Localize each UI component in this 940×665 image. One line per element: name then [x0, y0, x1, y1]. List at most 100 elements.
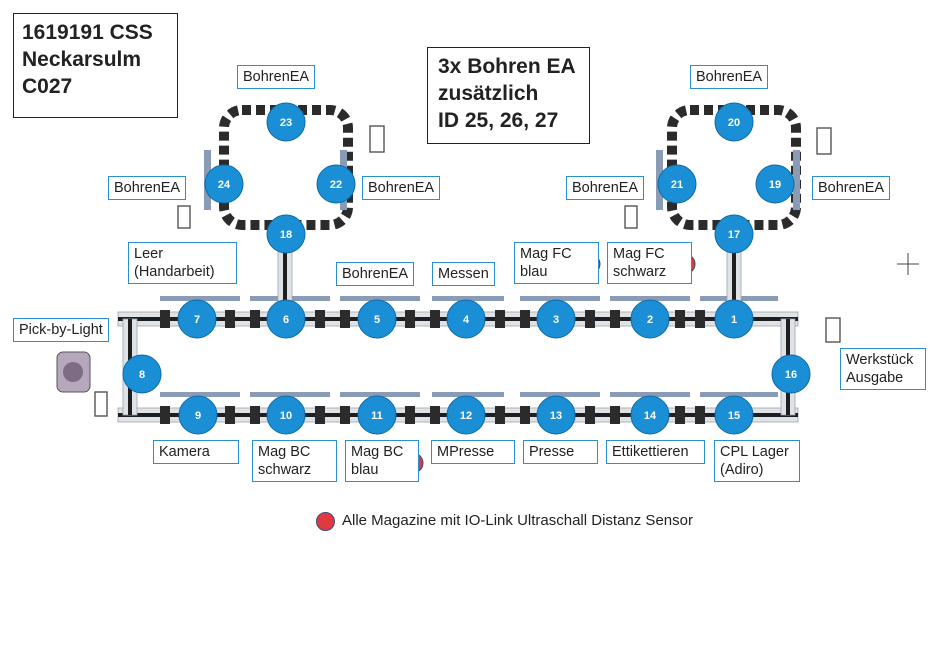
upper-block-3 — [315, 310, 325, 328]
upper-block-10 — [610, 310, 620, 328]
upper-block-0 — [160, 310, 170, 328]
station-8 — [122, 354, 162, 394]
station-9 — [178, 395, 218, 435]
track-right-feed-belt — [732, 245, 736, 319]
module-rail-2 — [340, 296, 420, 301]
label-bohrenea-left-east: BohrenEA — [362, 176, 441, 201]
lower-block-3 — [315, 406, 325, 424]
loop-right-rail-e — [793, 150, 800, 210]
upper-block-8 — [520, 310, 530, 328]
station-number-5: 5 — [374, 314, 380, 326]
module-rail-8 — [250, 392, 330, 397]
station-21 — [657, 164, 697, 204]
station-3 — [536, 299, 576, 339]
label-werkstueck-ausgabe: Werkstück Ausgabe — [840, 348, 926, 391]
label-mpresse: MPresse — [431, 440, 515, 465]
station-18 — [266, 214, 306, 254]
label-bohrenea-left-west: BohrenEA — [108, 176, 187, 201]
label-kamera: Kamera — [153, 440, 239, 465]
label-etikettieren: Ettikettieren — [606, 440, 705, 465]
station-number-10: 10 — [280, 410, 292, 422]
legend-text: Alle Magazine mit IO-Link Ultraschall Di… — [342, 512, 693, 529]
station-number-1: 1 — [731, 314, 737, 326]
station-number-23: 23 — [280, 117, 292, 129]
device-left — [94, 391, 108, 417]
lower-block-1 — [225, 406, 235, 424]
station-number-7: 7 — [194, 314, 200, 326]
upper-block-2 — [250, 310, 260, 328]
module-rail-9 — [340, 392, 420, 397]
station-6 — [266, 299, 306, 339]
module-rail-10 — [432, 392, 504, 397]
station-number-17: 17 — [728, 229, 740, 241]
station-12 — [446, 395, 486, 435]
station-2 — [630, 299, 670, 339]
device-right-loop — [816, 127, 832, 155]
note-box: 3x Bohren EA zusätzlich ID 25, 26, 27 — [427, 47, 590, 144]
upper-block-7 — [495, 310, 505, 328]
upper-block-11 — [675, 310, 685, 328]
station-17 — [714, 214, 754, 254]
lower-block-8 — [520, 406, 530, 424]
label-presse: Presse — [523, 440, 598, 465]
lower-block-6 — [430, 406, 440, 424]
device-output — [825, 317, 841, 343]
label-mag-fc-blau: Mag FC blau — [514, 242, 599, 285]
station-24 — [204, 164, 244, 204]
station-13 — [536, 395, 576, 435]
station-number-16: 16 — [785, 369, 797, 381]
label-bohrenea-right-west: BohrenEA — [566, 176, 645, 201]
lower-block-9 — [585, 406, 595, 424]
station-number-14: 14 — [644, 410, 657, 422]
label-mag-bc-blau: Mag BC blau — [345, 440, 419, 483]
lower-block-7 — [495, 406, 505, 424]
upper-block-5 — [405, 310, 415, 328]
track-left-feed-belt — [283, 235, 287, 319]
station-number-9: 9 — [195, 410, 201, 422]
station-number-18: 18 — [280, 229, 292, 241]
station-7 — [177, 299, 217, 339]
label-bohrenea-top-left: BohrenEA — [237, 65, 316, 90]
station-number-15: 15 — [728, 410, 740, 422]
upper-block-9 — [585, 310, 595, 328]
station-number-12: 12 — [460, 410, 472, 422]
label-bohrenea-right-east: BohrenEA — [812, 176, 891, 201]
lower-block-2 — [250, 406, 260, 424]
label-mag-bc-schwarz: Mag BC schwarz — [252, 440, 337, 483]
upper-block-1 — [225, 310, 235, 328]
station-number-24: 24 — [218, 179, 231, 191]
station-15 — [714, 395, 754, 435]
station-number-6: 6 — [283, 314, 289, 326]
station-number-13: 13 — [550, 410, 562, 422]
module-rail-13 — [700, 392, 778, 397]
module-rail-5 — [610, 296, 690, 301]
station-number-3: 3 — [553, 314, 559, 326]
device-right-loop-w — [624, 205, 638, 229]
label-bohrenea-mid: BohrenEA — [336, 262, 415, 287]
station-10 — [266, 395, 306, 435]
station-number-2: 2 — [647, 314, 653, 326]
label-mag-fc-schwarz: Mag FC schwarz — [607, 242, 692, 285]
device-left-loop-w — [177, 205, 191, 229]
lower-block-5 — [405, 406, 415, 424]
station-4 — [446, 299, 486, 339]
station-number-20: 20 — [728, 117, 740, 129]
lower-block-11 — [675, 406, 685, 424]
pick-by-light-operator — [63, 362, 83, 382]
station-16 — [771, 354, 811, 394]
device-left-loop — [369, 125, 385, 153]
station-20 — [714, 102, 754, 142]
module-rail-12 — [610, 392, 690, 397]
station-22 — [316, 164, 356, 204]
label-leer: Leer (Handarbeit) — [128, 242, 237, 285]
module-rail-11 — [520, 392, 600, 397]
lower-block-0 — [160, 406, 170, 424]
upper-block-12 — [695, 310, 705, 328]
lower-block-4 — [340, 406, 350, 424]
station-number-11: 11 — [371, 410, 383, 422]
upper-block-6 — [430, 310, 440, 328]
station-number-21: 21 — [671, 179, 683, 191]
module-rail-7 — [160, 392, 240, 397]
